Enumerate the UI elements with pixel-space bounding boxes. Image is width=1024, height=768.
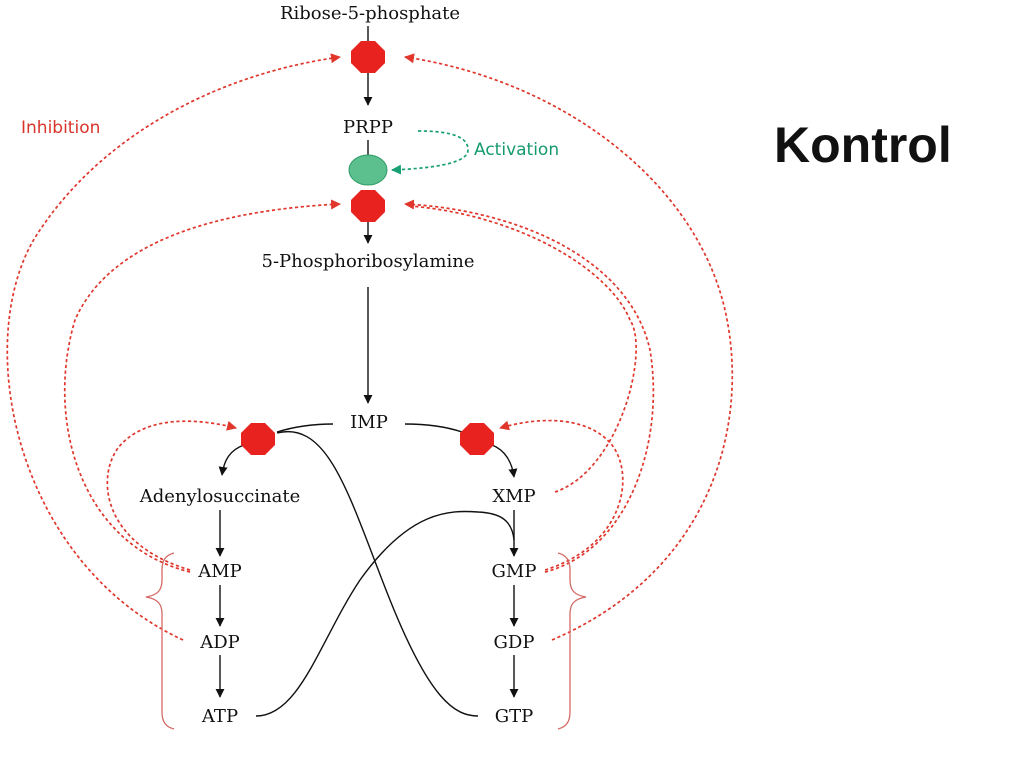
inhibition-loop-gmp-second [404, 199, 655, 573]
curve-atp-to-gmp-branch [255, 510, 515, 717]
node-amp: AMP [197, 561, 242, 582]
enzyme-activated-site-circle [348, 154, 388, 186]
bracket-adenine-nucleotides [145, 552, 175, 730]
node-5-phosphoribosylamine: 5-Phosphoribosylamine [262, 251, 475, 272]
enzyme-prpp-synthetase-octagon [351, 41, 385, 73]
enzyme-adenylosuccinate-synthetase-octagon [241, 423, 275, 455]
node-adenylosuccinate: Adenylosuccinate [139, 486, 301, 507]
node-gdp: GDP [494, 632, 535, 653]
inhibition-loop-gdp-top [404, 53, 734, 641]
enzyme-amidotransferase-octagon [351, 190, 385, 222]
node-prpp: PRPP [343, 117, 393, 138]
flow-imp-to-gmp-branch [404, 423, 463, 433]
inhibition-loop-xmp-second [409, 205, 637, 493]
flow-imp-to-amp-branch [276, 423, 334, 433]
inhibition-loop-adp-top [6, 53, 341, 641]
curve-gtp-to-amp-branch [276, 430, 479, 717]
enzyme-imp-dehydrogenase-octagon [460, 423, 494, 455]
arrow-to-adenylosuccinate [218, 444, 245, 476]
label-activation: Activation [474, 140, 559, 160]
node-adp: ADP [199, 632, 240, 653]
activation-loop-prpp [391, 130, 469, 175]
label-inhibition: Inhibition [21, 118, 100, 138]
bracket-guanine-nucleotides [557, 552, 587, 730]
node-xmp: XMP [492, 486, 535, 507]
node-ribose-5-phosphate: Ribose-5-phosphate [280, 3, 460, 24]
inhibition-loop-gmp-branch [499, 419, 624, 571]
node-gtp: GTP [495, 706, 534, 727]
node-atp: ATP [201, 706, 238, 727]
arrow-to-xmp [491, 444, 518, 478]
node-gmp: GMP [492, 561, 537, 582]
slide-title: Kontrol [774, 117, 952, 173]
node-imp: IMP [350, 412, 388, 433]
inhibition-loop-amp-second [63, 199, 341, 573]
